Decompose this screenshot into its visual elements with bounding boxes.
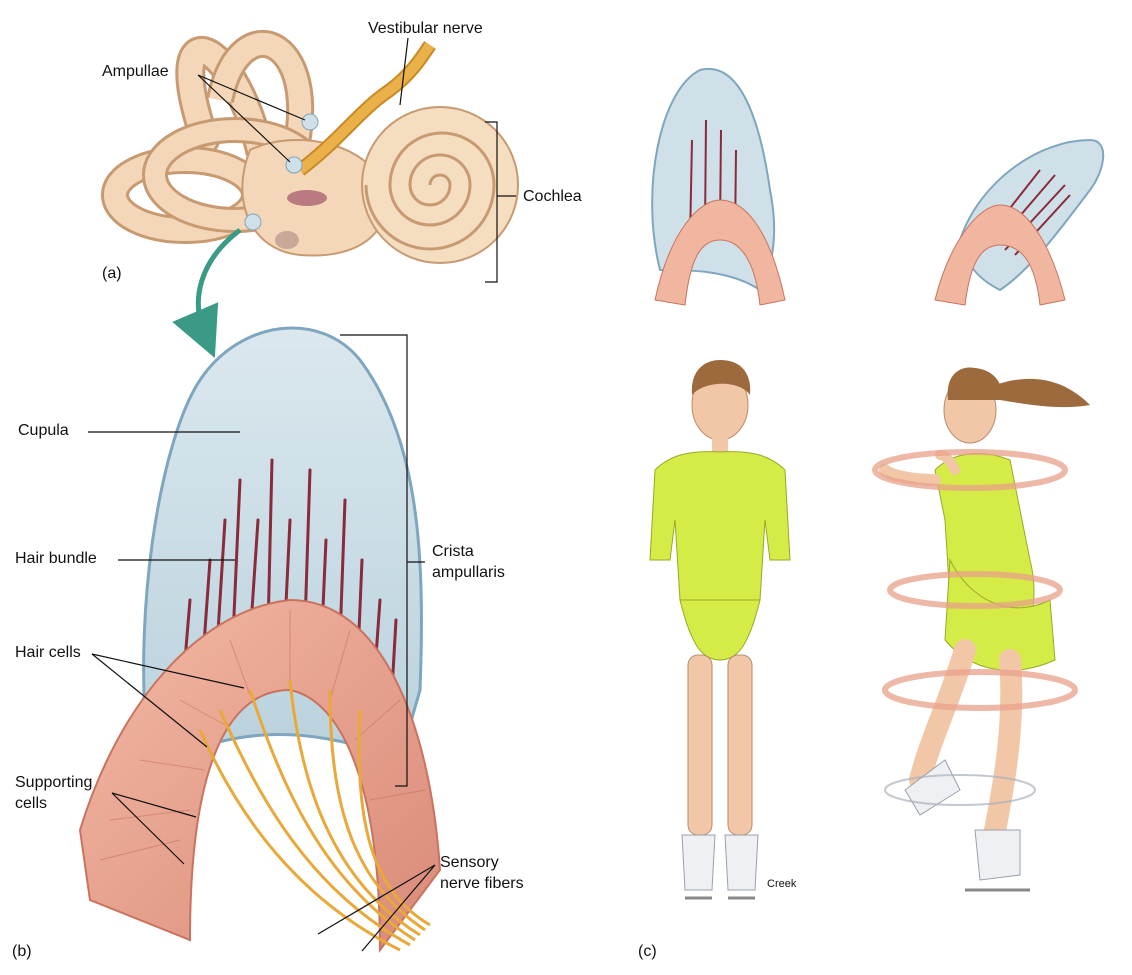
label-sensory-line1: Sensory [440,853,499,873]
label-crista-line1: Crista [432,542,474,562]
panel-a-label: (a) [102,264,122,284]
label-ampullae: Ampullae [102,62,169,82]
cupula-deflected-illustration [935,140,1103,305]
label-sensory-line2: nerve fibers [440,874,524,894]
panel-c-label: (c) [638,942,657,962]
label-vestibular-nerve: Vestibular nerve [368,19,483,39]
inner-ear-illustration [115,44,518,335]
label-crista-line2: ampullaris [432,563,505,583]
panel-b-label: (b) [12,942,32,962]
label-hair-cells: Hair cells [15,643,81,663]
artist-credit: Creek [767,874,796,894]
label-cupula: Cupula [18,421,69,441]
crista-illustration [80,328,440,950]
label-supporting-line1: Supporting [15,773,92,793]
label-hair-bundle: Hair bundle [15,549,97,569]
label-cochlea: Cochlea [523,187,582,207]
spinning-skater-illustration [875,367,1090,890]
standing-skater-illustration [650,360,790,898]
cupula-upright-illustration [652,69,785,305]
label-supporting-line2: cells [15,794,47,814]
